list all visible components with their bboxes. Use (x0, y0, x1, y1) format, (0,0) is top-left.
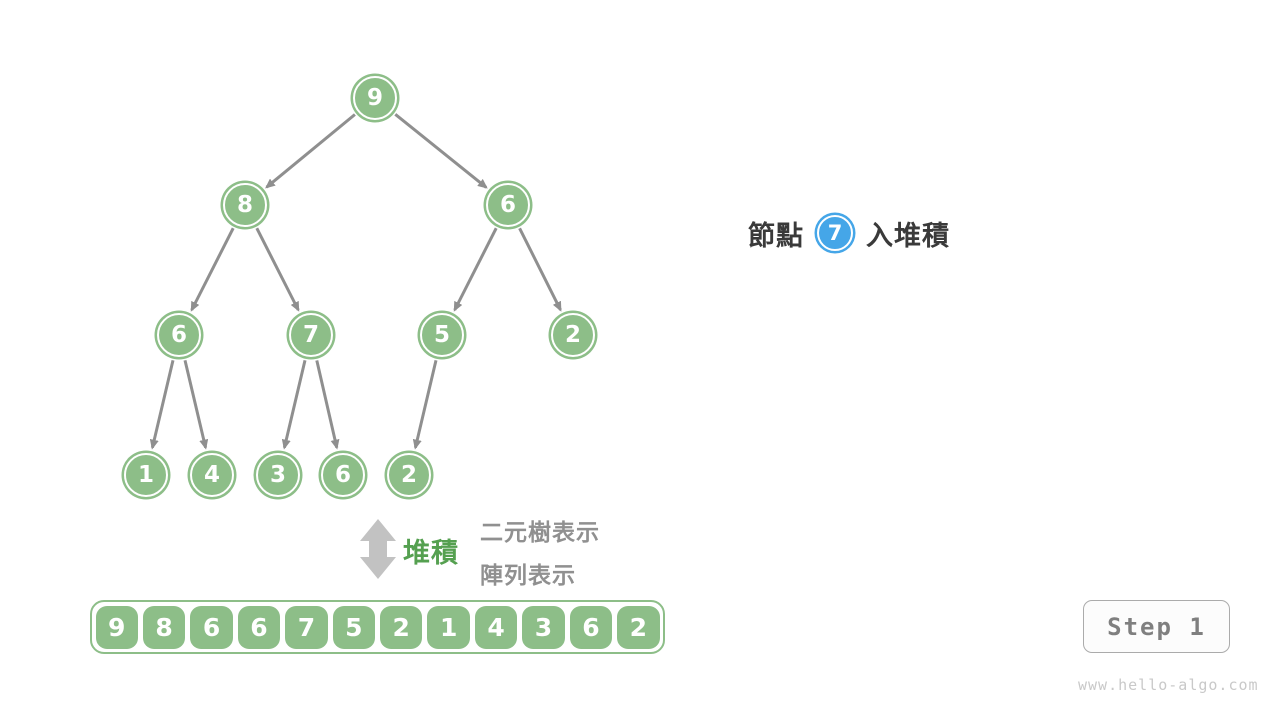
tree-edge (412, 359, 438, 450)
tree-node: 4 (190, 453, 234, 497)
annotation: 節點 7 入堆積 (748, 211, 950, 255)
annotation-suffix: 入堆積 (866, 220, 950, 252)
tree-node: 7 (289, 313, 333, 357)
step-badge: Step 1 (1083, 600, 1230, 653)
incoming-node-badge: 7 (817, 215, 853, 251)
tree-edge (453, 227, 498, 312)
array-cell: 6 (237, 605, 281, 649)
annotation-prefix: 節點 (748, 220, 804, 252)
array-cell: 1 (427, 605, 470, 649)
tree-node: 5 (420, 313, 464, 357)
heap-array: 9 8 6 6 7 5 2 1 4 3 6 2 (90, 600, 665, 654)
array-cell: 8 (142, 605, 186, 649)
tree-node: 8 (223, 183, 267, 227)
array-cell: 7 (285, 605, 328, 649)
tree-edge (190, 227, 235, 312)
tree-node: 9 (353, 76, 397, 120)
watermark: www.hello-algo.com (1078, 676, 1259, 694)
array-cell: 6 (190, 605, 233, 649)
array-cell: 6 (569, 605, 613, 649)
tree-edge (281, 359, 307, 450)
tree-edge (255, 227, 300, 312)
tree-edge (265, 113, 356, 189)
tree-edge (518, 227, 562, 312)
tree-node: 6 (157, 313, 201, 357)
tree-edge (315, 360, 340, 450)
tree-node: 1 (124, 453, 168, 497)
array-cell: 2 (380, 605, 423, 649)
tree-edge (183, 359, 209, 450)
array-cell: 5 (332, 605, 376, 649)
tree-node: 6 (486, 183, 530, 227)
tree-edge (149, 359, 175, 450)
array-cell: 9 (95, 605, 138, 649)
array-representation-label: 陣列表示 (480, 563, 576, 589)
tree-node: 3 (256, 453, 300, 497)
tree-edge (394, 113, 488, 189)
array-cell: 2 (617, 605, 660, 649)
array-cell: 3 (522, 605, 565, 649)
up-down-arrow-icon (360, 519, 396, 579)
heap-label: 堆積 (403, 538, 459, 569)
array-cell: 4 (474, 605, 518, 649)
tree-node: 6 (321, 453, 365, 497)
tree-node: 2 (551, 313, 595, 357)
tree-node: 2 (387, 453, 431, 497)
binary-tree-representation-label: 二元樹表示 (480, 520, 600, 546)
